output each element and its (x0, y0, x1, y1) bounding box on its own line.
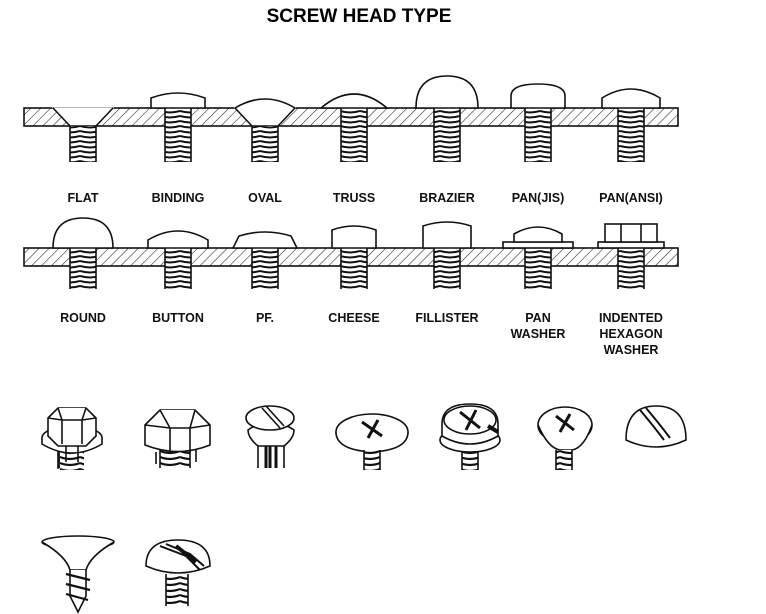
label-oval: OVAL (248, 191, 282, 205)
indented-hex-washer-screw (41, 407, 103, 470)
phillips-pan-washer-screw (439, 403, 501, 470)
screw-pan-ansi (601, 88, 661, 162)
screw-oval (233, 98, 297, 162)
label-flat: FLAT (67, 191, 98, 205)
screw-fillister (422, 221, 472, 289)
label-binding: BINDING (152, 191, 205, 205)
label-truss: TRUSS (333, 191, 375, 205)
page-title: SCREW HEAD TYPE (267, 6, 452, 27)
label-pan-ansi: PAN(ANSI) (599, 191, 663, 205)
screw-flat (51, 107, 115, 162)
screw-truss (318, 93, 390, 162)
screw-hex-washer (597, 223, 665, 289)
screw-labels: FLAT BINDING OVAL TRUSS BRAZIER PAN(JIS) PAN(A… (60, 191, 663, 357)
screw-pan (510, 83, 566, 162)
screw-pan-washer (502, 226, 574, 289)
screw-pf (231, 231, 299, 289)
label-fillister: FILLISTER (415, 311, 478, 325)
label-cheese: CHEESE (328, 311, 379, 325)
slotted-round-head-screw (625, 405, 687, 448)
hex-washer-head-screw (144, 409, 211, 468)
label-button: BUTTON (152, 311, 204, 325)
label-pan: PAN(JIS) (512, 191, 565, 205)
label-round: ROUND (60, 311, 106, 325)
screw-row-2 (23, 217, 679, 289)
phillips-truss-head-screw (335, 413, 409, 470)
slotted-oval-head-screw (245, 405, 295, 468)
screw-cheese (331, 225, 377, 289)
phillips-oval-head-screw (537, 406, 593, 470)
label-brazier: BRAZIER (419, 191, 475, 205)
screw-binding (150, 92, 206, 162)
screw-round (52, 217, 114, 289)
label-pf: PF. (256, 311, 274, 325)
slotted-truss-head-screw (145, 539, 211, 606)
screw-brazier (415, 75, 479, 162)
screw-button (147, 230, 209, 289)
screw-row-1 (23, 75, 679, 162)
flat-head-tapping-screw (41, 535, 115, 614)
